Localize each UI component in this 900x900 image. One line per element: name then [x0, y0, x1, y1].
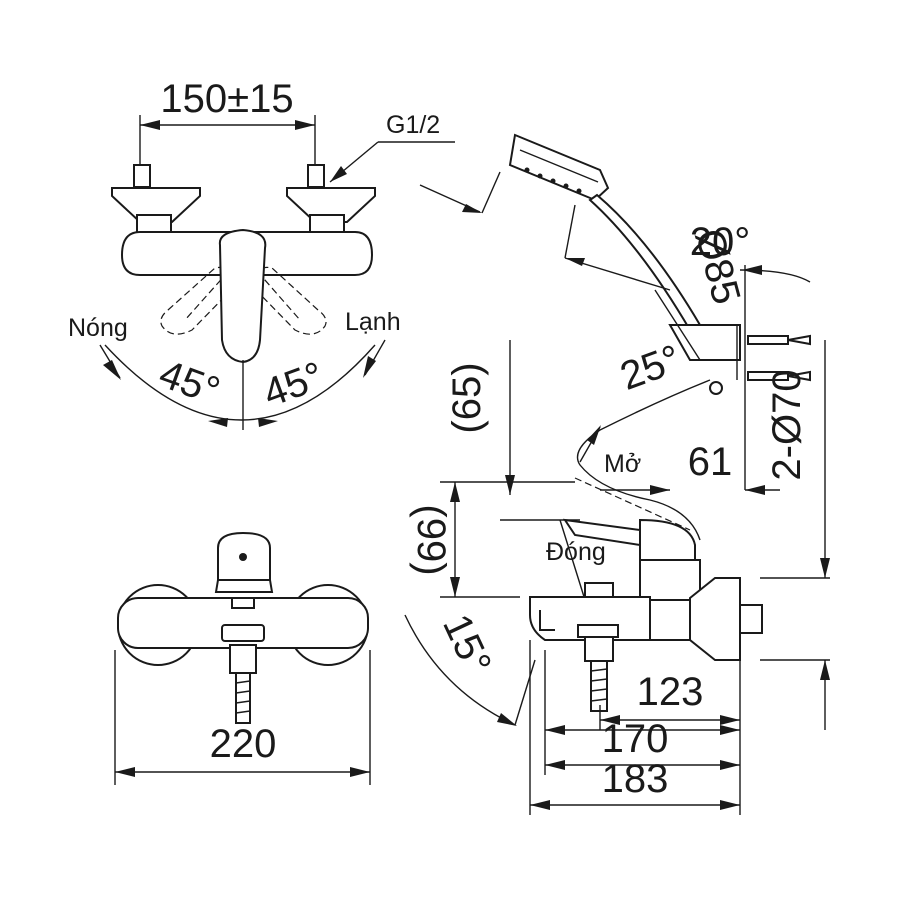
- handle-cold-ghost: [250, 266, 327, 335]
- dim-220: 220: [210, 722, 277, 766]
- angle-20: 20°: [690, 220, 751, 264]
- top-view: 150±15 G1/2: [68, 77, 455, 430]
- angle-25: 25°: [615, 337, 687, 399]
- angle-15: 15°: [434, 608, 499, 681]
- diverter-side: [584, 582, 614, 598]
- closed-label: Đóng: [546, 538, 606, 566]
- angle-hot: 45°: [153, 352, 225, 414]
- diverter-knob: [221, 624, 265, 642]
- mounting-screws: [747, 334, 811, 382]
- handle-top: [218, 228, 267, 364]
- dim-150: 150±15: [160, 77, 293, 121]
- dim-61: 61: [688, 440, 733, 484]
- handle-hot-ghost: [160, 266, 237, 335]
- cold-label: Lạnh: [345, 308, 401, 336]
- left-connector: [111, 164, 201, 236]
- angle-cold: 45°: [258, 354, 330, 416]
- dim-99: (99): [409, 504, 453, 575]
- shower-head: [508, 133, 702, 332]
- right-connector: [286, 164, 376, 236]
- shower-hose: [576, 379, 711, 541]
- dim-170: 170: [602, 717, 669, 761]
- dim-2-70: 2-Ø70: [765, 369, 809, 480]
- thread-label: G1/2: [386, 111, 440, 139]
- dim-123: 123: [637, 670, 704, 714]
- dim-183: 183: [602, 757, 669, 801]
- front-view: 220: [114, 531, 371, 785]
- handle-side: [639, 518, 696, 561]
- hot-label: Nóng: [68, 314, 128, 342]
- shower-holder: [668, 324, 741, 361]
- dim-65: (65): [445, 362, 489, 433]
- hose-connector: [235, 672, 251, 724]
- hose-connector-side: [590, 660, 608, 712]
- open-label: Mở: [604, 450, 641, 478]
- side-view: 20° Ø85 25° 2-Ø70 61 (65) (99): [404, 133, 830, 815]
- spout-side: [529, 596, 651, 641]
- rotation-arc: [104, 344, 376, 421]
